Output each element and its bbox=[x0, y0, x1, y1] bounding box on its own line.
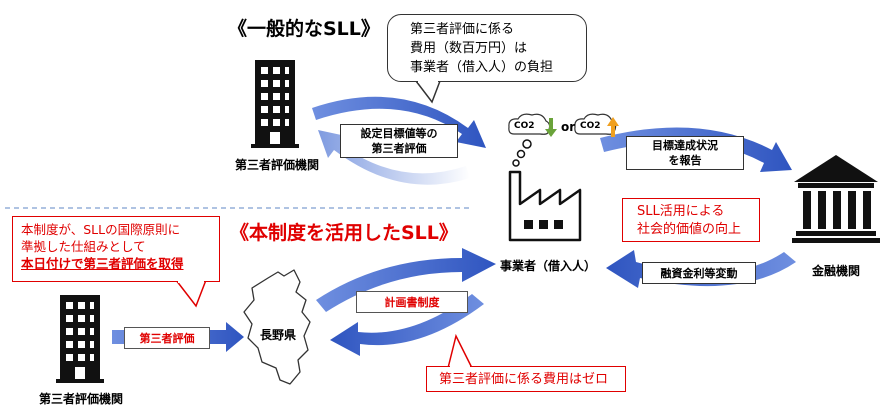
interest-change-label: 融資金利等変動 bbox=[642, 262, 756, 284]
third-party-bottom-label: 第三者評価機関 bbox=[38, 392, 123, 406]
building-icon-bottom bbox=[56, 295, 104, 383]
nagano-map-icon bbox=[243, 269, 311, 385]
label-line: 設定目標値等の bbox=[360, 127, 438, 140]
arrow-thirdparty-to-borrower bbox=[312, 96, 486, 148]
factory-icon bbox=[508, 139, 582, 242]
system-note-tail bbox=[175, 279, 207, 308]
progress-report-label: 目標達成状況 を報告 bbox=[626, 136, 744, 170]
label-line: を報告 bbox=[668, 154, 702, 167]
box-line: SLL活用による bbox=[637, 204, 725, 219]
label-line: 第三者評価 bbox=[371, 142, 427, 155]
bank-icon bbox=[792, 155, 880, 243]
heading-general-sll: 《一般的なSLL》 bbox=[228, 18, 380, 40]
arrow-borrower-to-nagano bbox=[330, 294, 484, 356]
borrower-label: 事業者（借入人） bbox=[499, 259, 596, 273]
nagano-label: 長野県 bbox=[259, 328, 296, 342]
building-icon-top bbox=[251, 60, 299, 148]
zero-cost-tail-joint bbox=[450, 366, 470, 369]
box-line-emphasis: 本日付けで第三者評価を取得 bbox=[21, 256, 184, 271]
system-note-tail-joint bbox=[178, 279, 204, 283]
arrow-nagano-to-borrower bbox=[316, 248, 496, 312]
setting-review-label: 設定目標値等の 第三者評価 bbox=[340, 124, 458, 158]
callout-line: 事業者（借入人）の負担 bbox=[410, 60, 554, 75]
plan-system-label: 計画書制度 bbox=[356, 291, 468, 313]
callout-line: 費用（数百万円）は bbox=[410, 41, 528, 56]
cost-burden-callout: 第三者評価に係る 費用（数百万円）は 事業者（借入人）の負担 bbox=[387, 14, 587, 82]
callout-tail-joint bbox=[418, 79, 438, 83]
social-value-box: SLL活用による 社会的価値の向上 bbox=[622, 198, 760, 242]
third-party-top-label: 第三者評価機関 bbox=[234, 158, 319, 172]
system-note-box: 本制度が、SLLの国際原則に 準拠した仕組みとして 本日付けで第三者評価を取得 bbox=[12, 216, 220, 282]
third-party-review-label: 第三者評価 bbox=[124, 327, 210, 349]
co2-label-right: CO2 bbox=[580, 121, 601, 131]
box-line: 準拠した仕組みとして bbox=[21, 239, 146, 254]
box-line: 本制度が、SLLの国際原則に bbox=[21, 222, 181, 237]
co2-decrease-icon bbox=[508, 113, 557, 137]
top-callout-tail bbox=[415, 80, 441, 104]
box-line: 社会的価値の向上 bbox=[637, 222, 742, 237]
or-label: or bbox=[561, 120, 576, 134]
callout-line: 第三者評価に係る bbox=[410, 22, 515, 37]
zero-cost-tail bbox=[447, 333, 473, 369]
financial-label: 金融機関 bbox=[811, 264, 860, 278]
co2-label-left: CO2 bbox=[514, 121, 535, 131]
label-line: 目標達成状況 bbox=[652, 139, 718, 152]
co2-increase-icon bbox=[574, 113, 619, 137]
heading-this-system-sll: 《本制度を活用したSLL》 bbox=[230, 222, 458, 244]
zero-cost-box: 第三者評価に係る費用はゼロ bbox=[426, 366, 626, 392]
